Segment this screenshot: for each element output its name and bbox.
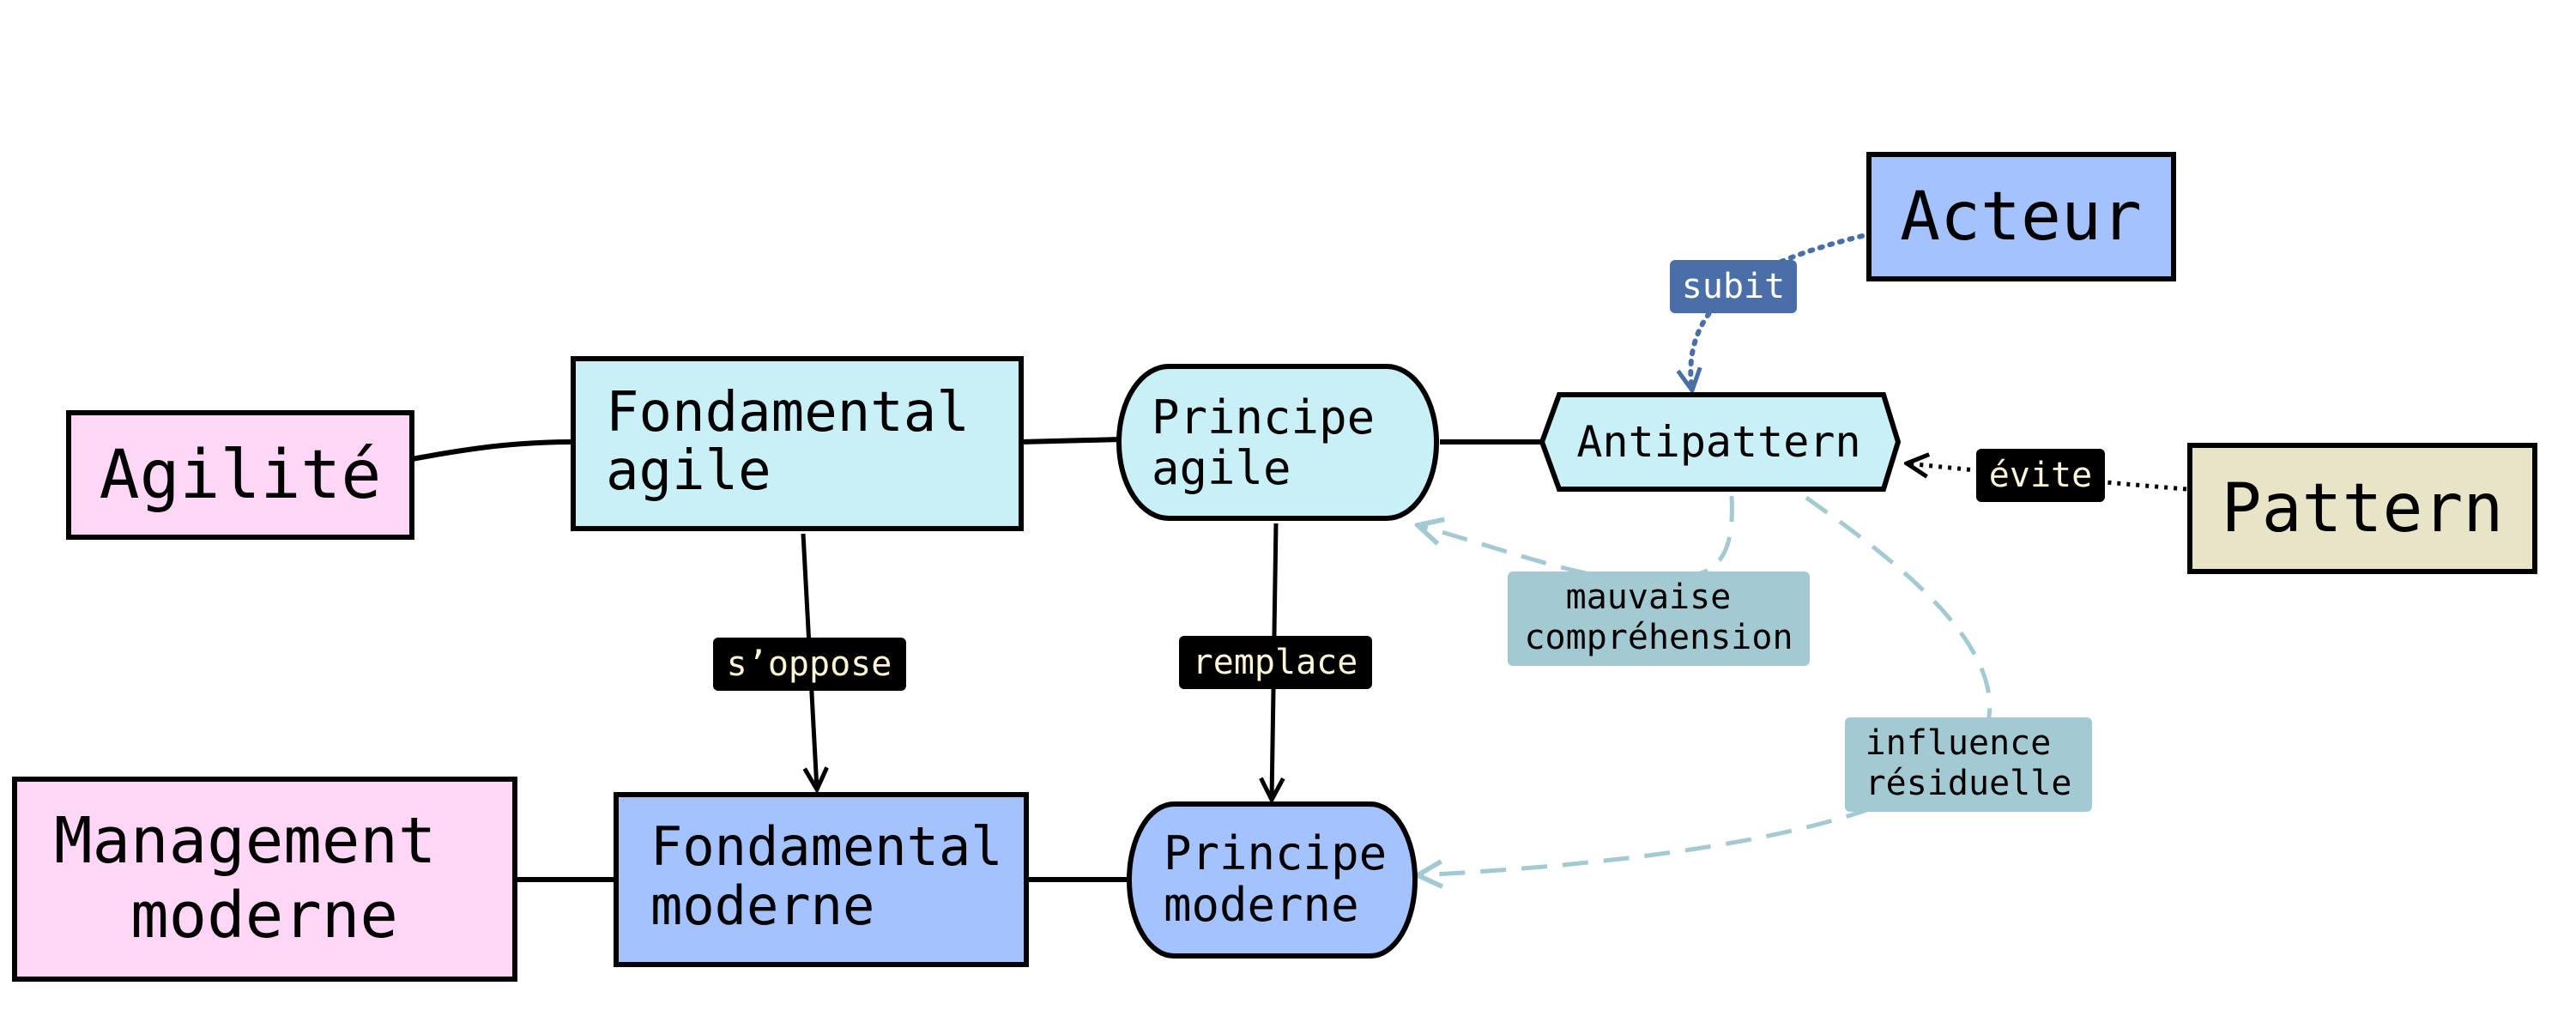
node-agilite-label: Agilité (100, 437, 382, 514)
node-pattern-label: Pattern (2222, 470, 2504, 547)
svg-text:évite: évite (1989, 456, 2092, 495)
svg-text:mauvaise compréhension: mauvaise compréhension (1524, 578, 1793, 657)
edge-agilite-fondamental-agile (411, 439, 574, 462)
node-principe-moderne-label: Principe moderne (1164, 826, 1415, 932)
edge-label-s-oppose: s’oppose (713, 638, 906, 691)
node-management-moderne-label: Management moderne (54, 804, 475, 953)
edge-label-remplace: remplace (1179, 636, 1372, 689)
node-fondamental-agile[interactable]: Fondamental agile (571, 356, 1024, 531)
edge-mauvaise-comprehension-arrow (1418, 495, 1734, 584)
edge-label-influence-residuelle: influence résiduelle (1845, 717, 2092, 812)
node-management-moderne[interactable]: Management moderne (12, 777, 517, 982)
edge-label-mauvaise-comprehension: mauvaise compréhension (1508, 572, 1810, 666)
svg-text:remplace: remplace (1193, 643, 1358, 682)
edge-influence-residuelle-arrow (1418, 495, 1992, 875)
edge-evite-arrow (1907, 463, 2187, 492)
svg-text:influence résiduelle: influence résiduelle (1865, 723, 2072, 803)
node-acteur[interactable]: Acteur (1866, 152, 2176, 281)
svg-text:s’oppose: s’oppose (727, 644, 892, 684)
node-antipattern[interactable]: Antipattern (1539, 392, 1902, 492)
edge-label-subit: subit (1670, 260, 1797, 313)
edge-label-evite: évite (1976, 449, 2105, 502)
node-fondamental-agile-label: Fondamental agile (606, 381, 1002, 503)
node-principe-agile-label: Principe agile (1152, 390, 1403, 495)
svg-text:subit: subit (1682, 267, 1785, 306)
node-acteur-label: Acteur (1900, 178, 2142, 256)
node-principe-moderne[interactable]: Principe moderne (1127, 801, 1418, 959)
node-fondamental-moderne[interactable]: Fondamental moderne (614, 792, 1035, 967)
node-principe-agile[interactable]: Principe agile (1116, 364, 1439, 521)
edge-fondamental-agile-principe-agile (1020, 437, 1122, 445)
node-pattern[interactable]: Pattern (2187, 443, 2537, 574)
node-fondamental-moderne-label: Fondamental moderne (650, 815, 1035, 937)
node-antipattern-label: Antipattern (1576, 417, 1860, 467)
node-agilite[interactable]: Agilité (66, 410, 414, 540)
